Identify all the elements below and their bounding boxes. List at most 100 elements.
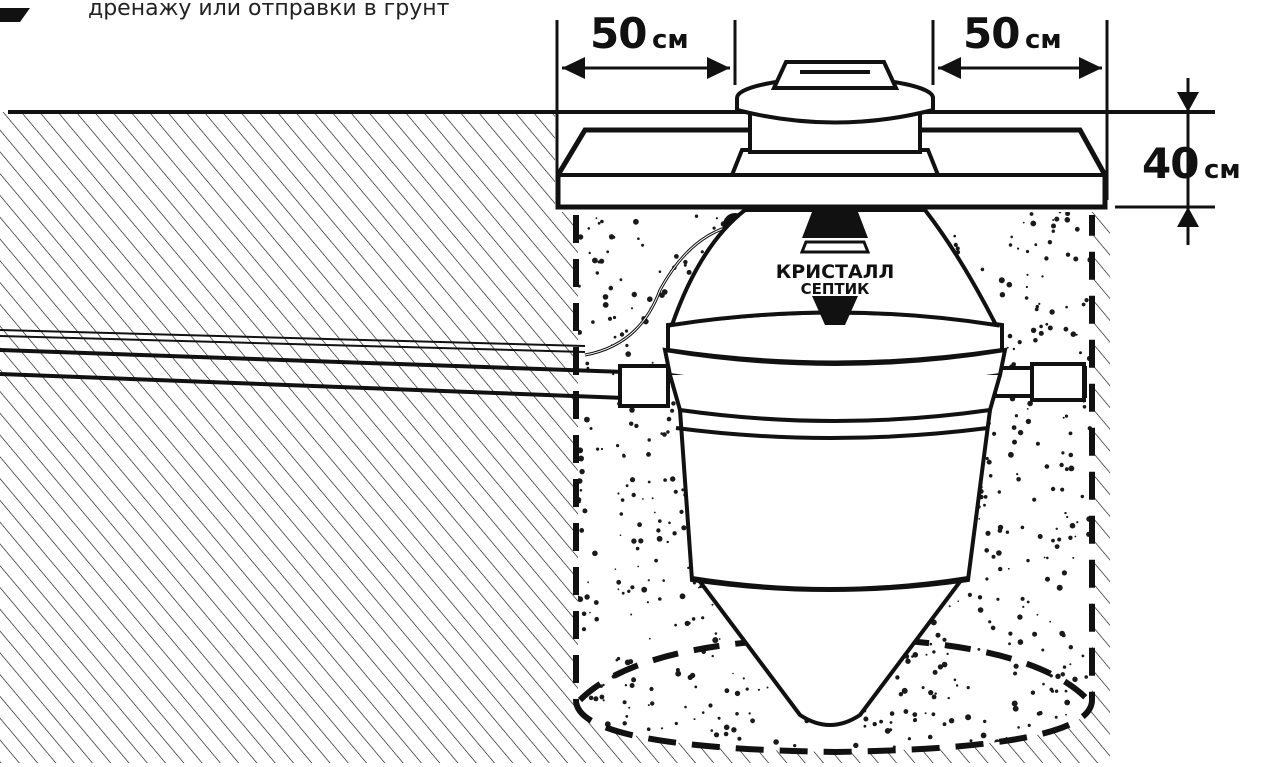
sand-dot xyxy=(1076,521,1079,524)
sand-dot xyxy=(905,658,911,664)
dim-left-value: 50 xyxy=(590,9,646,58)
sand-dot xyxy=(594,616,599,622)
sand-dot xyxy=(602,699,605,702)
caption-fragment: дренажу или отправки в грунт xyxy=(0,0,450,22)
sand-dot xyxy=(681,488,685,492)
sand-dot xyxy=(731,727,737,733)
sand-dot xyxy=(1068,465,1075,472)
sand-dot xyxy=(628,659,634,665)
sand-dot xyxy=(1051,538,1055,543)
sand-dot xyxy=(967,592,973,598)
sand-dot xyxy=(1055,673,1061,679)
sand-dot xyxy=(675,670,682,677)
lid-handle xyxy=(770,60,900,90)
sand-dot xyxy=(625,484,629,488)
sand-dot xyxy=(991,554,996,559)
sand-dot xyxy=(622,700,627,705)
sand-dot xyxy=(595,271,599,275)
sand-dot xyxy=(1064,689,1068,693)
sand-dot xyxy=(1054,544,1060,549)
sand-dot xyxy=(1046,556,1049,560)
sand-dot xyxy=(625,351,631,357)
sand-dot xyxy=(666,416,672,422)
sand-dot xyxy=(931,694,937,700)
sand-dot xyxy=(955,246,960,251)
sand-dot xyxy=(903,709,909,714)
sand-dot xyxy=(1038,302,1041,305)
sand-dot xyxy=(597,221,601,225)
sand-dot xyxy=(889,711,895,716)
dimension-depth: 40 см xyxy=(1115,78,1241,245)
sand-dot xyxy=(1026,408,1029,410)
sand-dot xyxy=(635,546,640,551)
sand-dot xyxy=(578,595,580,599)
sand-dot xyxy=(983,719,987,724)
sand-dot xyxy=(978,518,981,520)
sand-dot xyxy=(895,675,900,680)
sand-dot xyxy=(983,503,986,507)
sand-dot xyxy=(629,421,634,426)
sand-dot xyxy=(942,722,947,727)
sand-dot xyxy=(996,550,1002,556)
sand-dot xyxy=(985,530,991,536)
sand-dot xyxy=(718,638,721,640)
sand-dot xyxy=(1012,347,1016,351)
sand-dot xyxy=(1044,256,1049,261)
sand-dot xyxy=(953,678,957,682)
sand-dot xyxy=(1032,497,1037,502)
sand-dot xyxy=(998,566,1003,572)
sand-dot xyxy=(912,712,918,717)
sand-dot xyxy=(592,550,598,557)
sand-dot xyxy=(619,278,623,282)
sand-dot xyxy=(986,459,992,465)
sand-dot xyxy=(1041,648,1045,652)
sand-dot xyxy=(1059,462,1064,468)
sand-dot xyxy=(948,605,951,608)
sand-dot xyxy=(648,637,651,640)
sand-dot xyxy=(1008,642,1011,646)
sand-dot xyxy=(1061,570,1067,576)
inlet-coupling xyxy=(618,364,670,408)
sand-dot xyxy=(1025,418,1032,425)
sand-dot xyxy=(687,566,690,570)
outlet-coupling xyxy=(1030,362,1086,402)
sand-dot xyxy=(612,315,617,320)
sand-dot xyxy=(732,672,734,675)
sand-dot xyxy=(1011,700,1018,707)
sand-dot xyxy=(578,234,584,240)
sand-dot xyxy=(1045,576,1050,582)
sand-dot xyxy=(1034,307,1039,312)
sand-dot xyxy=(766,686,769,689)
sand-dot xyxy=(1052,219,1055,221)
sand-dot xyxy=(602,683,605,687)
sand-dot xyxy=(1061,451,1065,455)
sand-dot xyxy=(1008,631,1013,636)
sand-dot xyxy=(750,718,755,724)
sand-dot xyxy=(745,687,749,691)
sand-dot xyxy=(599,694,605,700)
sand-dot xyxy=(1051,229,1056,233)
sand-dot xyxy=(621,591,625,595)
sand-dot xyxy=(977,595,983,600)
sand-dot xyxy=(651,361,654,364)
sand-dot xyxy=(584,416,590,423)
sand-dot xyxy=(683,263,687,267)
sand-dot xyxy=(1058,212,1062,214)
sand-dot xyxy=(1079,351,1082,355)
sand-dot xyxy=(624,684,628,687)
sand-dot xyxy=(863,716,869,722)
sand-dot xyxy=(1064,414,1069,418)
sand-dot xyxy=(653,511,656,514)
sand-dot xyxy=(1011,362,1016,367)
sand-dot xyxy=(1010,235,1013,239)
sand-dot xyxy=(1016,477,1021,482)
sand-dot xyxy=(1068,431,1073,436)
sand-dot xyxy=(700,250,704,254)
sand-dot xyxy=(633,218,639,225)
sand-dot xyxy=(612,235,616,239)
sand-dot xyxy=(600,447,604,451)
sand-dot xyxy=(1007,333,1013,339)
sand-dot xyxy=(1047,325,1053,331)
sand-dot xyxy=(659,292,665,299)
sand-dot xyxy=(724,688,730,694)
